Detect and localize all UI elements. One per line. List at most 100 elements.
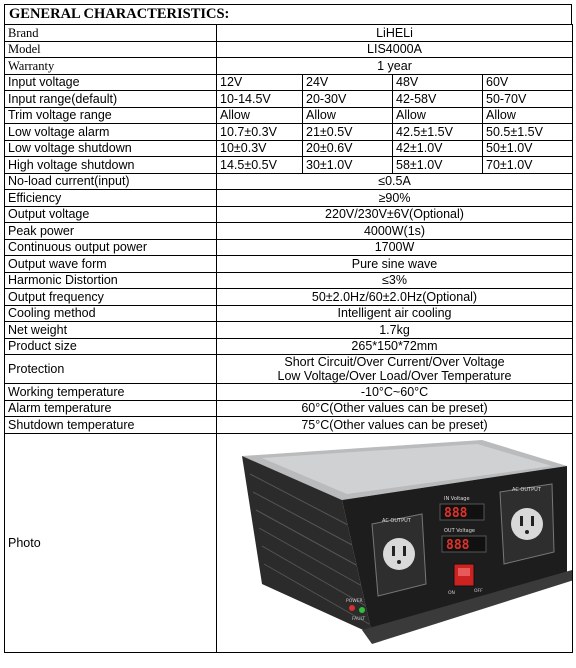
photo-cell: AC OUTPUT IN Voltage 888 OUT Voltage 888… bbox=[215, 432, 574, 653]
table-row: Output voltage 220V/230V±6V(Optional) bbox=[4, 205, 574, 223]
svg-text:888: 888 bbox=[444, 506, 468, 521]
row-cell: Allow bbox=[216, 106, 303, 124]
out-voltage-label: OUT Voltage bbox=[444, 528, 475, 534]
row-label: Continuous output power bbox=[4, 238, 217, 256]
row-label: Efficiency bbox=[4, 189, 217, 207]
row-cell: 70±1.0V bbox=[481, 156, 574, 174]
table-row: Trim voltage range Allow Allow Allow All… bbox=[4, 106, 574, 124]
row-label: Model bbox=[4, 40, 217, 58]
row-label: Harmonic Distortion bbox=[4, 271, 217, 289]
row-cell: Allow bbox=[302, 106, 393, 124]
table-row: Brand LiHELi bbox=[4, 24, 574, 42]
fault-led-icon bbox=[359, 606, 365, 613]
ac-output-right-label: AC OUTPUT bbox=[512, 487, 542, 493]
row-cell: 50.5±1.5V bbox=[481, 123, 574, 141]
row-label: Low voltage shutdown bbox=[4, 139, 217, 157]
row-value: 1.7kg bbox=[215, 321, 574, 339]
outlet-left-icon bbox=[383, 537, 415, 570]
row-cell: 60V bbox=[481, 73, 574, 91]
row-label: Shutdown temperature bbox=[4, 416, 217, 434]
in-voltage-display bbox=[439, 503, 485, 520]
row-cell: 10.7±0.3V bbox=[216, 123, 303, 141]
row-cell: 14.5±0.5V bbox=[216, 156, 303, 174]
table-row: Output frequency 50±2.0Hz/60±2.0Hz(Optio… bbox=[4, 288, 574, 306]
table-row: Protection Short Circuit/Over Current/Ov… bbox=[4, 354, 574, 384]
row-label: Input range(default) bbox=[4, 90, 217, 108]
row-cell: 10±0.3V bbox=[216, 139, 303, 157]
row-cell: 20±0.6V bbox=[302, 139, 393, 157]
row-cell: 48V bbox=[392, 73, 483, 91]
row-label: Output wave form bbox=[4, 255, 217, 273]
row-cell: Allow bbox=[481, 106, 574, 124]
row-cell: 21±0.5V bbox=[302, 123, 393, 141]
table-row: Net weight 1.7kg bbox=[4, 321, 574, 339]
row-value: ≤0.5A bbox=[215, 172, 574, 190]
row-value: 220V/230V±6V(Optional) bbox=[215, 205, 574, 223]
table-row: Low voltage shutdown 10±0.3V 20±0.6V 42±… bbox=[4, 139, 574, 157]
power-led-icon bbox=[349, 604, 355, 611]
spec-table: Brand LiHELi Model LIS4000A Warranty 1 y… bbox=[4, 24, 574, 653]
row-value: 60°C(Other values can be preset) bbox=[215, 399, 574, 417]
row-label: Net weight bbox=[4, 321, 217, 339]
table-row: Cooling method Intelligent air cooling bbox=[4, 304, 574, 322]
switch-off-label: OFF bbox=[474, 588, 483, 594]
protection-line-2: Low Voltage/Over Load/Over Temperature bbox=[277, 369, 512, 383]
sheet-title: GENERAL CHARACTERISTICS: bbox=[4, 4, 572, 24]
table-row: Input voltage 12V 24V 48V 60V bbox=[4, 73, 574, 91]
table-row: High voltage shutdown 14.5±0.5V 30±1.0V … bbox=[4, 156, 574, 174]
row-value: 1 year bbox=[215, 57, 574, 75]
row-cell: 24V bbox=[302, 73, 393, 91]
row-label: No-load current(input) bbox=[4, 172, 217, 190]
fault-led-label: FAULT bbox=[352, 616, 365, 622]
table-row: No-load current(input) ≤0.5A bbox=[4, 172, 574, 190]
row-cell: 12V bbox=[216, 73, 303, 91]
row-label: High voltage shutdown bbox=[4, 156, 217, 174]
row-cell: 42.5±1.5V bbox=[392, 123, 483, 141]
row-label: Protection bbox=[4, 354, 217, 384]
row-label: Alarm temperature bbox=[4, 399, 217, 417]
row-value: 4000W(1s) bbox=[215, 222, 574, 240]
row-label: Photo bbox=[4, 432, 217, 653]
row-value: ≤3% bbox=[215, 271, 574, 289]
row-value: Pure sine wave bbox=[215, 255, 574, 273]
row-label: Low voltage alarm bbox=[4, 123, 217, 141]
outlet-right-icon bbox=[511, 507, 543, 540]
row-value: 75°C(Other values can be preset) bbox=[215, 416, 574, 434]
table-row: Warranty 1 year bbox=[4, 57, 574, 75]
row-cell: 58±1.0V bbox=[392, 156, 483, 174]
row-cell: 20-30V bbox=[302, 90, 393, 108]
table-row: Shutdown temperature 75°C(Other values c… bbox=[4, 416, 574, 434]
table-row: Product size 265*150*72mm bbox=[4, 337, 574, 355]
protection-line-1: Short Circuit/Over Current/Over Voltage bbox=[284, 355, 505, 370]
out-voltage-display bbox=[441, 535, 487, 552]
row-cell: 10-14.5V bbox=[216, 90, 303, 108]
ac-output-left-label: AC OUTPUT bbox=[382, 518, 412, 524]
switch-on-label: ON bbox=[448, 590, 455, 596]
row-label: Output frequency bbox=[4, 288, 217, 306]
row-cell: 50±1.0V bbox=[481, 139, 574, 157]
table-row: Alarm temperature 60°C(Other values can … bbox=[4, 399, 574, 417]
in-voltage-label: IN Voltage bbox=[444, 496, 470, 502]
table-row: Harmonic Distortion ≤3% bbox=[4, 271, 574, 289]
row-cell: 50-70V bbox=[481, 90, 574, 108]
table-row: Continuous output power 1700W bbox=[4, 238, 574, 256]
table-row: Photo bbox=[4, 432, 574, 653]
spec-sheet: GENERAL CHARACTERISTICS: Brand LiHELi Mo… bbox=[4, 4, 574, 653]
protection-value: Short Circuit/Over Current/Over Voltage … bbox=[215, 354, 574, 384]
row-value: LIS4000A bbox=[215, 40, 574, 58]
heatsink-fins bbox=[249, 473, 370, 624]
row-label: Cooling method bbox=[4, 304, 217, 322]
table-row: Efficiency ≥90% bbox=[4, 189, 574, 207]
table-row: Model LIS4000A bbox=[4, 40, 574, 58]
row-label: Product size bbox=[4, 337, 217, 355]
svg-text:888: 888 bbox=[446, 538, 470, 553]
table-row: Output wave form Pure sine wave bbox=[4, 255, 574, 273]
row-label: Working temperature bbox=[4, 383, 217, 401]
row-label: Peak power bbox=[4, 222, 217, 240]
row-value: LiHELi bbox=[215, 24, 574, 42]
inverter-photo: AC OUTPUT IN Voltage 888 OUT Voltage 888… bbox=[222, 434, 572, 651]
row-cell: 42-58V bbox=[392, 90, 483, 108]
row-cell: 30±1.0V bbox=[302, 156, 393, 174]
row-value: Intelligent air cooling bbox=[215, 304, 574, 322]
mounting-flange bbox=[362, 569, 572, 644]
